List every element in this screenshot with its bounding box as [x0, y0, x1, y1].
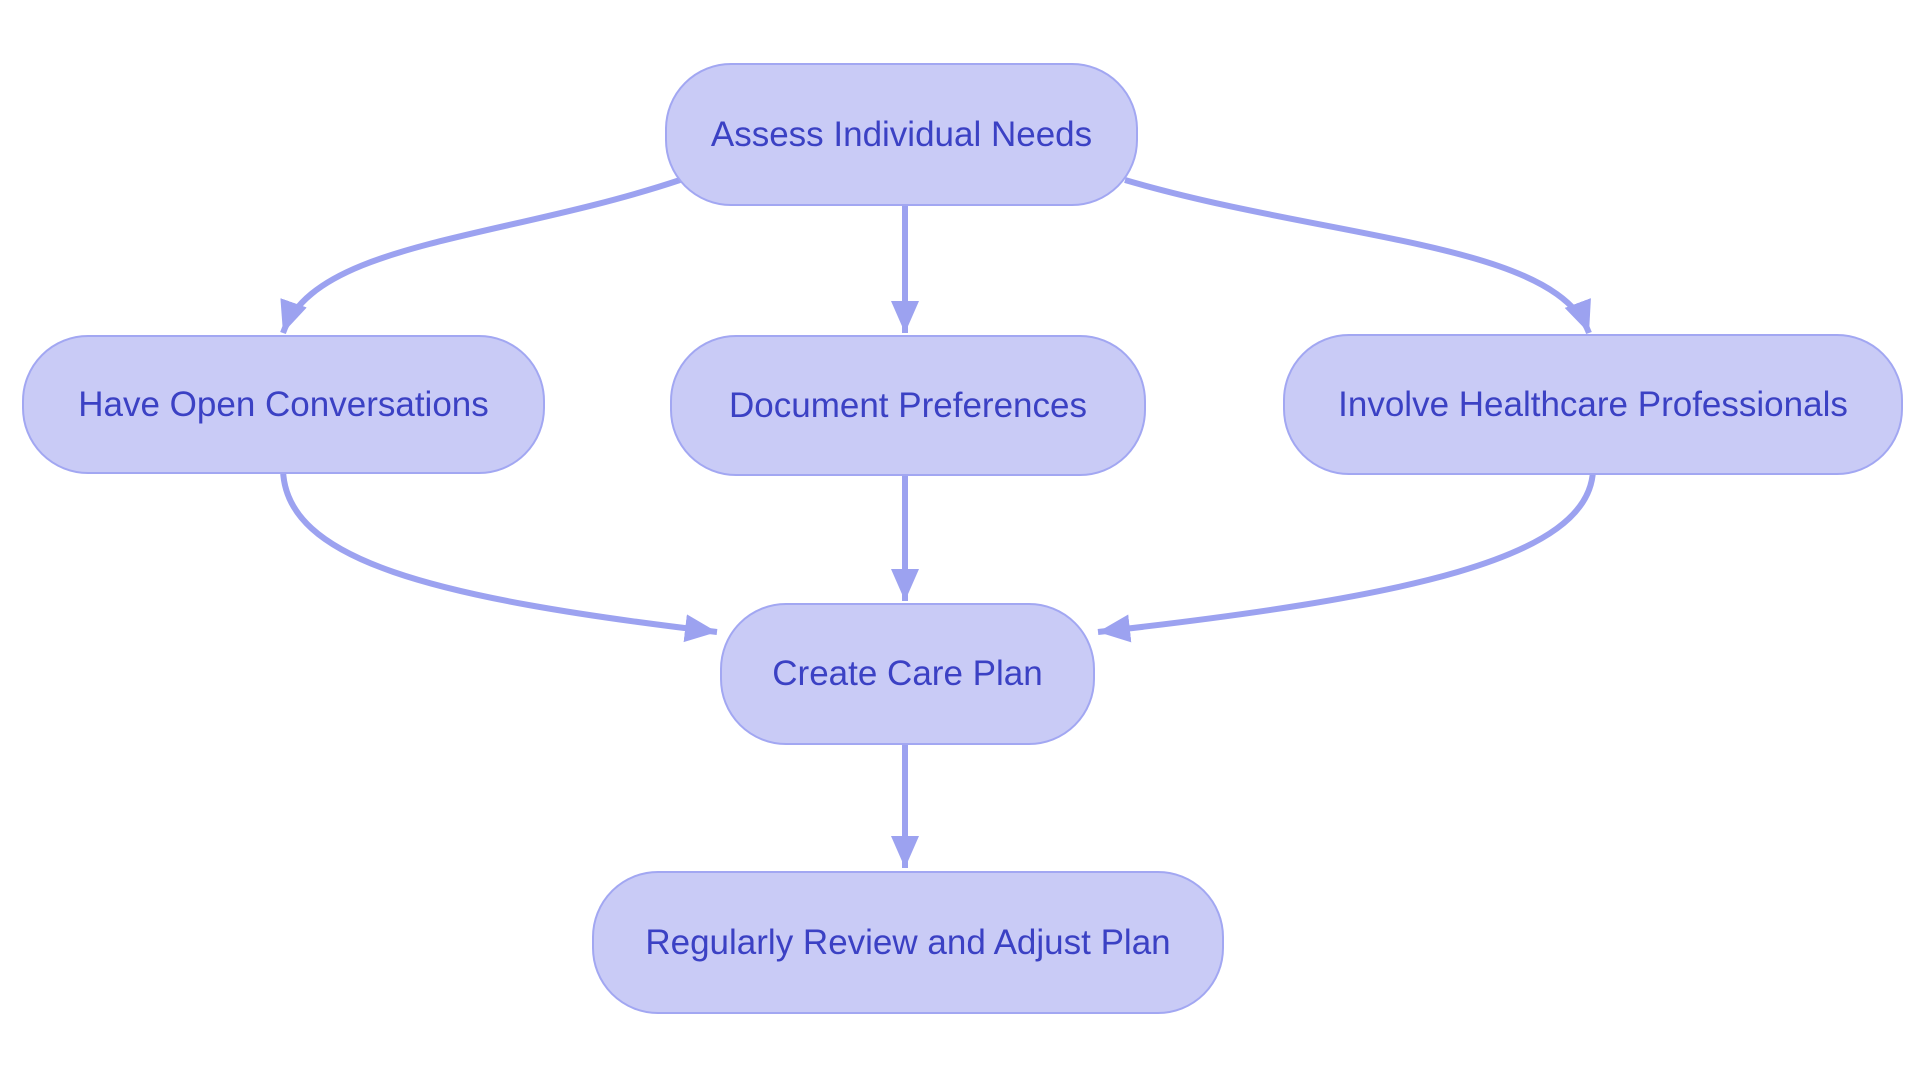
node-regularly-review-and-adjust-plan: Regularly Review and Adjust Plan: [592, 871, 1224, 1014]
node-have-open-conversations: Have Open Conversations: [22, 335, 545, 474]
node-label: Document Preferences: [729, 385, 1087, 425]
node-label: Have Open Conversations: [78, 384, 489, 424]
node-label: Assess Individual Needs: [710, 114, 1093, 154]
node-label: Involve Healthcare Professionals: [1338, 384, 1848, 424]
node-label: Regularly Review and Adjust Plan: [645, 922, 1171, 962]
node-involve-healthcare-professionals: Involve Healthcare Professionals: [1283, 334, 1903, 475]
edge-conversations-to-create: [280, 469, 718, 643]
node-create-care-plan: Create Care Plan: [720, 603, 1095, 745]
node-label: Create Care Plan: [772, 654, 1043, 693]
edge-involve-to-create: [1097, 469, 1596, 643]
edge-assess-to-involve: [1124, 177, 1592, 335]
node-assess-individual-needs: Assess Individual Needs: [665, 63, 1138, 206]
edge-assess-to-conversations: [280, 177, 681, 335]
node-document-preferences: Document Preferences: [670, 335, 1146, 476]
